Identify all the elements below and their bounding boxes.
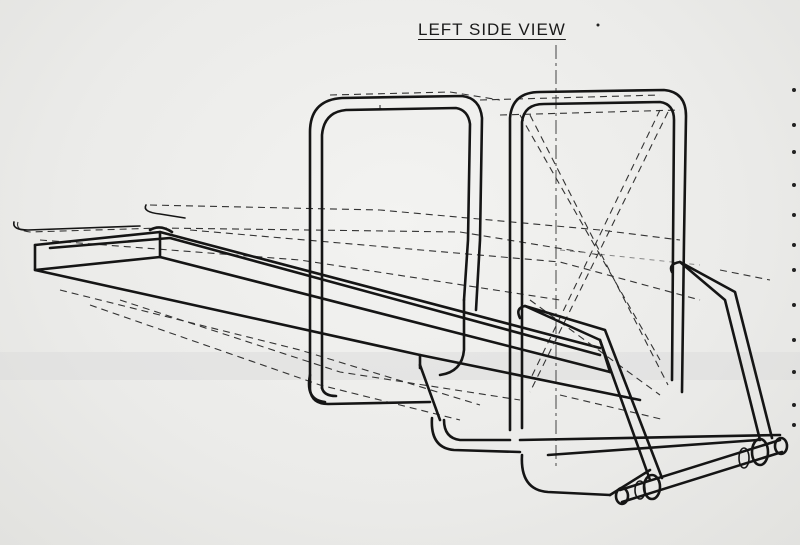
left-rod-ends xyxy=(12,204,186,231)
hidden-lines xyxy=(16,91,771,421)
front-handle xyxy=(517,260,774,482)
wheel-right xyxy=(750,437,770,467)
end-axle xyxy=(614,436,789,506)
wheel-left xyxy=(642,473,662,501)
view-title: LEFT SIDE VIEW xyxy=(418,20,566,39)
margin-dots xyxy=(596,23,796,427)
front-upright-frame xyxy=(508,88,688,432)
base-channel xyxy=(33,226,642,402)
scan-band xyxy=(0,352,800,380)
